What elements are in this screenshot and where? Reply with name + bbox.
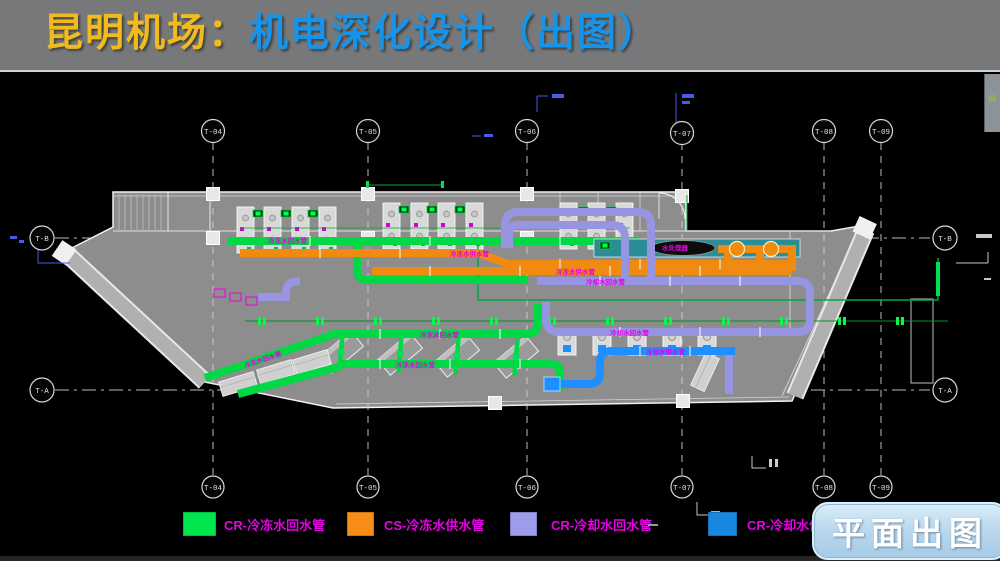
- svg-text:T-08: T-08: [815, 129, 833, 137]
- cad-plan-canvas: 冷冻水回水管 冷冻水供水管 冷冻水供水管 冷却水回水管 冷却水回水管 冷却水供水…: [0, 93, 1000, 561]
- grid-marker-tb-left: T-B: [29, 225, 55, 251]
- pipe-label: 冷冻水回水管: [396, 360, 436, 369]
- legend-label: CR-冷冻水回水管: [224, 518, 325, 533]
- purple-pipes: [258, 208, 814, 394]
- pump-frames: [213, 288, 258, 306]
- scrollbar-marker: [989, 95, 996, 102]
- svg-text:T-06: T-06: [518, 129, 537, 137]
- pipe-label: 冷却水回水管: [586, 277, 626, 286]
- grid-marker-t07-top: T-07: [669, 120, 695, 146]
- grid-marker-t09-bottom: T-09: [869, 475, 893, 499]
- legend-swatch-blue: [707, 511, 738, 537]
- svg-text:T-B: T-B: [938, 236, 952, 244]
- svg-text:T-A: T-A: [35, 388, 49, 396]
- title-main: 机电深化设计（出图）: [249, 12, 660, 55]
- svg-text:T-04: T-04: [204, 485, 223, 493]
- blue-pipes: [543, 347, 735, 392]
- green-pipes: [203, 237, 640, 398]
- svg-text:T-07: T-07: [673, 131, 691, 139]
- pipe-label: 冷却水回水管: [610, 328, 650, 337]
- tank-label: 水处理器: [662, 243, 689, 252]
- pipe-joints: [309, 236, 761, 369]
- legend-swatch-green: [182, 511, 217, 537]
- svg-text:T-06: T-06: [518, 485, 537, 493]
- legend-swatch-purple: [509, 511, 538, 537]
- legend-swatch-orange: [346, 511, 375, 537]
- grid-marker-t08-top: T-08: [811, 118, 837, 144]
- legend-item-cooling-return: CR-冷却水回水管: [509, 511, 658, 537]
- svg-text:T-05: T-05: [359, 485, 378, 493]
- pipe-labels: 冷冻水回水管 冷冻水供水管 冷冻水供水管 冷却水回水管 冷却水回水管 冷却水供水…: [243, 236, 689, 370]
- slide-header: 昆明机场：机电深化设计（出图）: [0, 0, 1000, 72]
- title-prefix: 昆明机场：: [44, 12, 250, 55]
- svg-text:T-08: T-08: [815, 485, 833, 493]
- ramp-right: [786, 216, 877, 400]
- legend-item-chilled-return: CR-冷冻水回水管: [182, 511, 325, 537]
- legend-label: CR-冷却水回水管: [551, 518, 652, 533]
- plan-output-button[interactable]: 平面出图: [812, 502, 1000, 560]
- grid-marker-t08-bottom: T-08: [812, 475, 836, 499]
- legend: CR-冷冻水回水管 CS-冷冻水供水管 CR-冷却水回水管 CR-冷却水供水管: [182, 511, 848, 537]
- grid-marker-t09-top: T-09: [868, 118, 894, 144]
- page-title: 昆明机场：机电深化设计（出图）: [44, 2, 659, 58]
- pipe-label: 冷冻水回水管: [420, 330, 460, 339]
- vertical-scrollbar-thumb[interactable]: [984, 74, 1000, 132]
- grid-marker-tb-right: T-B: [932, 225, 958, 251]
- svg-text:T-A: T-A: [938, 388, 952, 396]
- grid-marker-t07-bottom: T-07: [670, 475, 694, 499]
- svg-text:T-07: T-07: [673, 485, 691, 493]
- shaft-outline: [910, 298, 934, 384]
- pump-orange: [762, 240, 780, 258]
- grid-marker-ta-right: T-A: [932, 377, 958, 403]
- ramp-left: [51, 240, 212, 389]
- grid-marker-t06-bottom: T-06: [515, 475, 539, 499]
- svg-text:T-09: T-09: [872, 129, 890, 137]
- grid-marker-t05-top: T-05: [355, 118, 381, 144]
- pipe-label: 冷却水供水管: [646, 347, 686, 356]
- grid-marker-ta-left: T-A: [29, 377, 55, 403]
- pipe-label: 冷冻水回水管: [268, 236, 308, 245]
- bottom-strip: [0, 556, 1000, 561]
- pipe-label: 冷冻水供水管: [556, 267, 596, 276]
- svg-text:T-05: T-05: [359, 129, 378, 137]
- grid-marker-t04-bottom: T-04: [201, 475, 225, 499]
- grid-marker-t05-bottom: T-05: [356, 475, 380, 499]
- pump-orange: [728, 240, 746, 258]
- pipe-label: 冷冻水供水管: [450, 249, 490, 258]
- plan-output-label: 平面出图: [832, 517, 988, 553]
- legend-label: CS-冷冻水供水管: [384, 518, 484, 533]
- svg-text:T-04: T-04: [204, 129, 223, 137]
- service-strip: [593, 238, 801, 271]
- svg-text:T-B: T-B: [35, 236, 49, 244]
- grid-markers: T-04 T-05 T-06 T-07 T-08 T-09: [29, 118, 958, 499]
- legend-item-chilled-supply: CS-冷冻水供水管: [346, 511, 484, 537]
- grid-marker-t04-top: T-04: [200, 118, 226, 144]
- grid-marker-t06-top: T-06: [514, 118, 540, 144]
- svg-text:T-09: T-09: [872, 485, 890, 493]
- stair-block: [118, 192, 211, 231]
